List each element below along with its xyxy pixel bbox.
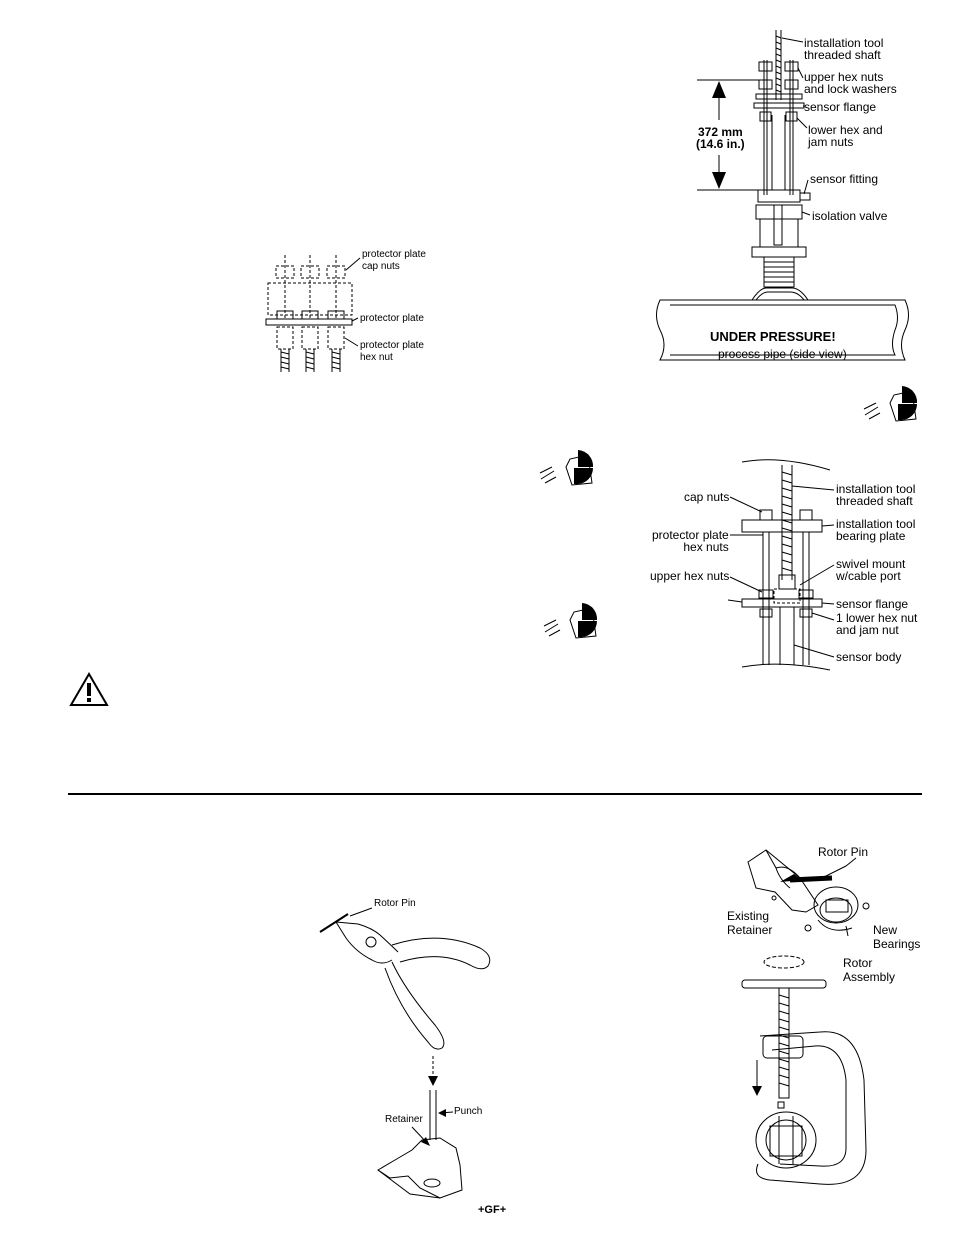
bearing-lower-hex-label: 1 lower hex nut and jam nut — [836, 611, 918, 637]
protector-hex-nut-label: protector plate hex nut — [360, 340, 424, 363]
install-threaded-shaft-label: installation tool threaded shaft — [804, 36, 884, 62]
wear-eye-protection-icon — [863, 386, 918, 422]
install-upper-hex-label: upper hex nuts and lock washers — [804, 70, 897, 96]
threaded-shaft — [775, 30, 782, 100]
wear-eye-protection-icon — [543, 603, 598, 639]
install-sensor-flange-label: sensor flange — [804, 100, 877, 114]
bearing-sensor-flange-label: sensor flange — [836, 597, 909, 611]
install-dimension-label: 372 mm (14.6 in.) — [696, 125, 745, 151]
bearing-upper-hex-label: upper hex nuts — [650, 569, 730, 583]
protector-cap-nuts-label: protector plate cap nuts — [362, 249, 426, 272]
bearing-threaded-shaft-label: installation tool threaded shaft — [836, 482, 916, 508]
punch-retainer-label: Retainer — [385, 1114, 423, 1125]
section-divider — [68, 793, 922, 795]
rotor-pin-label: Rotor Pin — [818, 845, 869, 859]
protector-studs — [265, 255, 353, 372]
bearing-cap-nuts-label: cap nuts — [684, 490, 730, 504]
gf-logo: +GF+ — [478, 1204, 507, 1216]
wear-eye-protection-icon — [539, 450, 594, 486]
install-lower-hex-label: lower hex and jam nuts — [808, 123, 883, 149]
new-bearings-label: New Bearings — [873, 923, 921, 951]
bearing-protector-hex-label: protector plate hex nuts — [652, 528, 729, 554]
protector-plate-label: protector plate — [360, 313, 424, 324]
install-sensor-fitting-label: sensor fitting — [810, 172, 879, 186]
bearing-sensor-body-label: sensor body — [836, 650, 902, 664]
pliers-rotor-pin-label: Rotor Pin — [374, 898, 416, 909]
under-pressure-warning: UNDER PRESSURE! — [710, 329, 836, 344]
caution-triangle-icon — [69, 672, 109, 706]
bearing-swivel-label: swivel mount w/cable port — [836, 557, 906, 583]
existing-retainer-label: Existing Retainer — [727, 909, 773, 937]
rotor-assembly-label: Rotor Assembly — [843, 956, 896, 984]
punch-label: Punch — [454, 1106, 483, 1117]
install-isolation-valve-label: isolation valve — [812, 209, 888, 223]
bearing-plate-label: installation tool bearing plate — [836, 517, 916, 543]
process-pipe-label: process pipe (side view) — [718, 347, 847, 361]
